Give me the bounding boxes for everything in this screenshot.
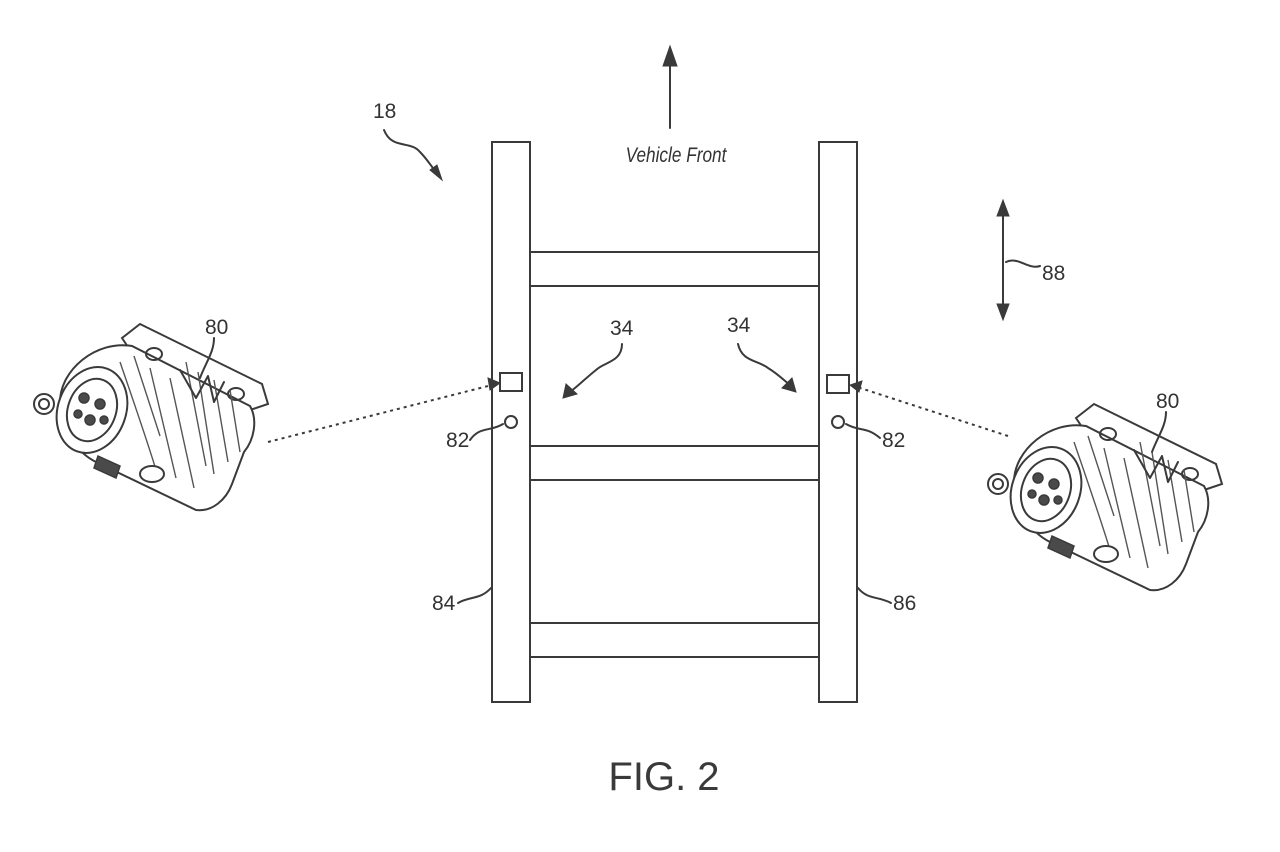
left-aperture <box>504 415 518 429</box>
right-aperture <box>831 415 845 429</box>
ref-82-right-label: 82 <box>882 429 905 452</box>
vehicle-front-arrow <box>662 44 678 129</box>
left-mount-slot <box>499 372 523 392</box>
ref-34-left-label: 34 <box>610 317 634 340</box>
ref-86-leader <box>857 587 892 604</box>
ref-34-right-leader <box>737 343 797 393</box>
figure-caption: FIG. 2 <box>608 755 719 799</box>
ref-86-label: 86 <box>893 592 916 615</box>
right-alignment-arrowhead <box>848 380 863 393</box>
right-mount-slot <box>826 374 850 394</box>
cross-member-3 <box>529 622 820 658</box>
vehicle-front-label: Vehicle Front <box>626 145 727 168</box>
movement-double-arrow <box>996 198 1010 322</box>
ref-82-left-label: 82 <box>446 429 469 452</box>
left-trailer-connector <box>33 322 270 512</box>
left-alignment-arrowhead <box>487 377 502 391</box>
ref-80-right-leader <box>1151 411 1167 453</box>
ref-88-label: 88 <box>1042 262 1065 285</box>
ref-82-right-leader <box>845 423 881 439</box>
ref-34-left-leader <box>562 343 623 399</box>
right-trailer-connector <box>987 402 1224 592</box>
ref-84-label: 84 <box>432 592 456 615</box>
ref-88-leader <box>1005 259 1041 268</box>
cross-member-2 <box>529 445 820 481</box>
right-alignment-line <box>853 385 1009 437</box>
ref-80-right-label: 80 <box>1156 390 1179 413</box>
ref-84-leader <box>457 587 492 604</box>
ref-80-left-leader <box>199 337 215 379</box>
cross-member-1 <box>529 251 820 287</box>
left-alignment-line <box>267 383 497 443</box>
ref-80-left-label: 80 <box>205 316 228 339</box>
ref-18-leader <box>383 129 444 182</box>
ref-18-label: 18 <box>373 100 396 123</box>
ref-82-left-leader <box>469 423 504 441</box>
ref-34-right-label: 34 <box>727 314 751 337</box>
